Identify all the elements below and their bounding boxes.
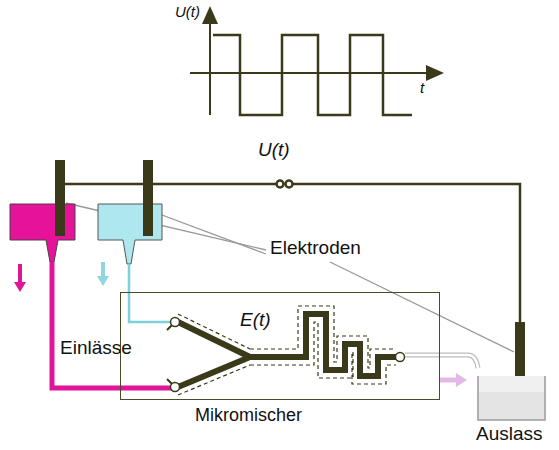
signal-name: E(t): [240, 310, 271, 331]
supply-wire: [60, 165, 520, 325]
axis-label: U(t): [175, 4, 200, 21]
mixer-box: Mikromischer: [120, 292, 440, 400]
part-name: Auslass: [476, 424, 543, 445]
leader-lines: [66, 203, 514, 352]
outlet: [405, 355, 545, 420]
signal-name: U(t): [258, 140, 290, 161]
axis-label: t: [420, 80, 424, 97]
electrode: [55, 160, 525, 410]
part-name: Elektroden: [270, 238, 361, 259]
waveform-graph: [190, 8, 442, 115]
cyan-reservoir: [97, 204, 172, 322]
mixer-channel: [167, 306, 405, 395]
part-name: Einlässe: [60, 338, 132, 359]
box-caption: Mikromischer: [195, 405, 302, 426]
